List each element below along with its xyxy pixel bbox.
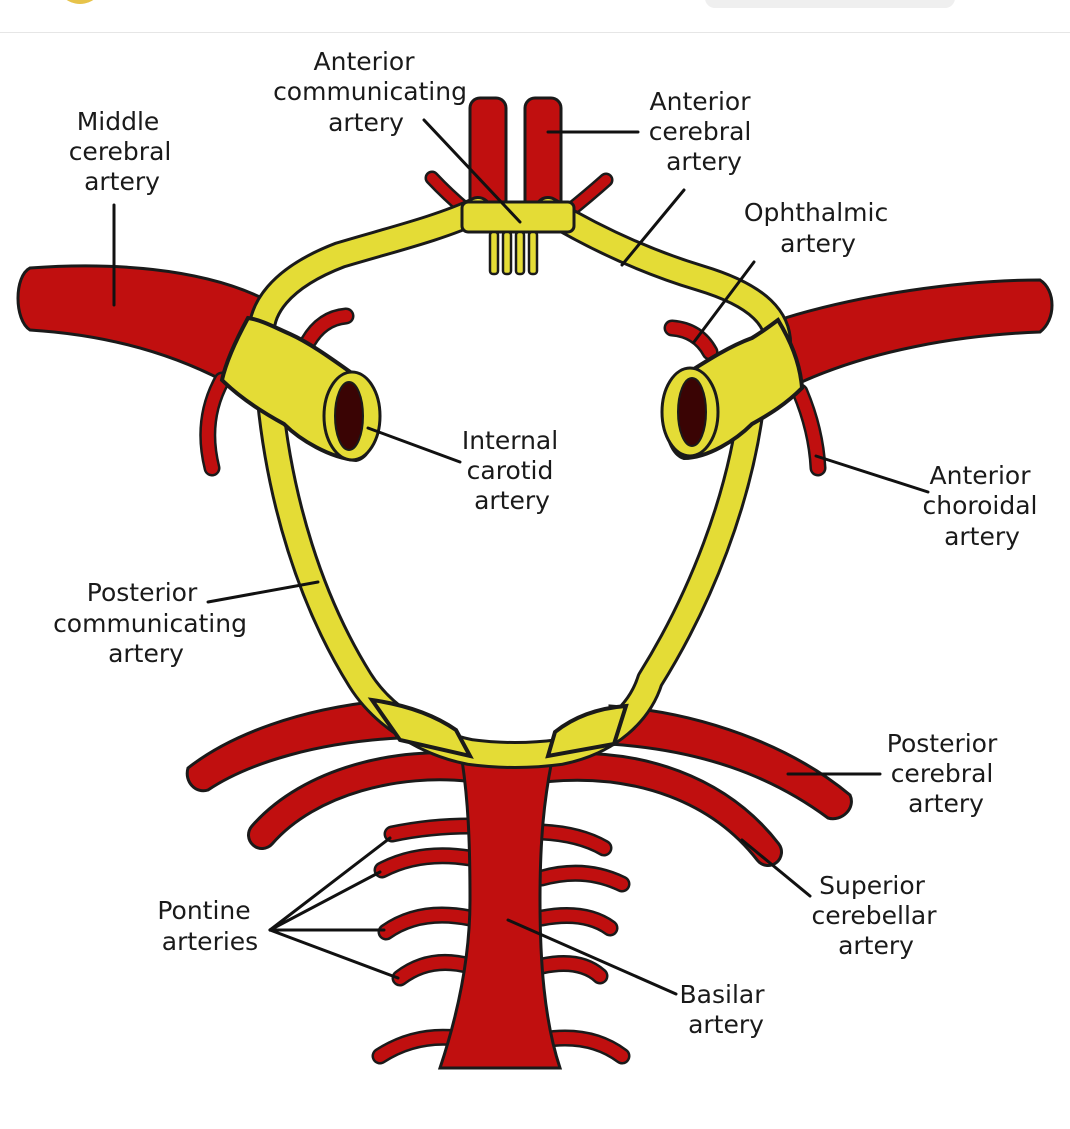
ophthalmic-arteries [299,307,719,361]
label-posterior-cerebral-artery: Posterior cerebral artery [887,729,1005,818]
superior-cerebellar-arteries [247,751,783,867]
label-internal-carotid-artery: Internal carotid artery [462,426,566,515]
label-posterior-communicating-artery: Posterior communicating artery [53,578,255,668]
pontine-arteries [371,817,631,1065]
internal-carotid-arteries [322,366,720,462]
basilar-artery [437,758,563,1070]
label-pontine-arteries: Pontine arteries [157,896,258,956]
label-anterior-communicating-artery: Anterior communicating artery [273,47,475,137]
label-anterior-choroidal-artery: Anterior choroidal artery [923,461,1046,551]
label-ophthalmic-artery: Ophthalmic artery [744,198,896,258]
posterior-cerebral-arteries [185,698,853,821]
label-anterior-cerebral-artery: Anterior cerebral artery [649,87,760,176]
label-basilar-artery: Basilar artery [680,980,773,1039]
leader-lines [112,118,930,996]
label-superior-cerebellar-artery: Superior cerebellar artery [812,871,945,960]
top-bar [0,0,1070,33]
anterior-choroidal-arteries [199,371,827,477]
anterior-communicating-artery [488,230,539,276]
avatar[interactable] [56,0,104,4]
middle-cerebral-arteries [16,264,1054,393]
search-bar[interactable] [705,0,955,8]
label-middle-cerebral-artery: Middle cerebral artery [69,107,180,196]
